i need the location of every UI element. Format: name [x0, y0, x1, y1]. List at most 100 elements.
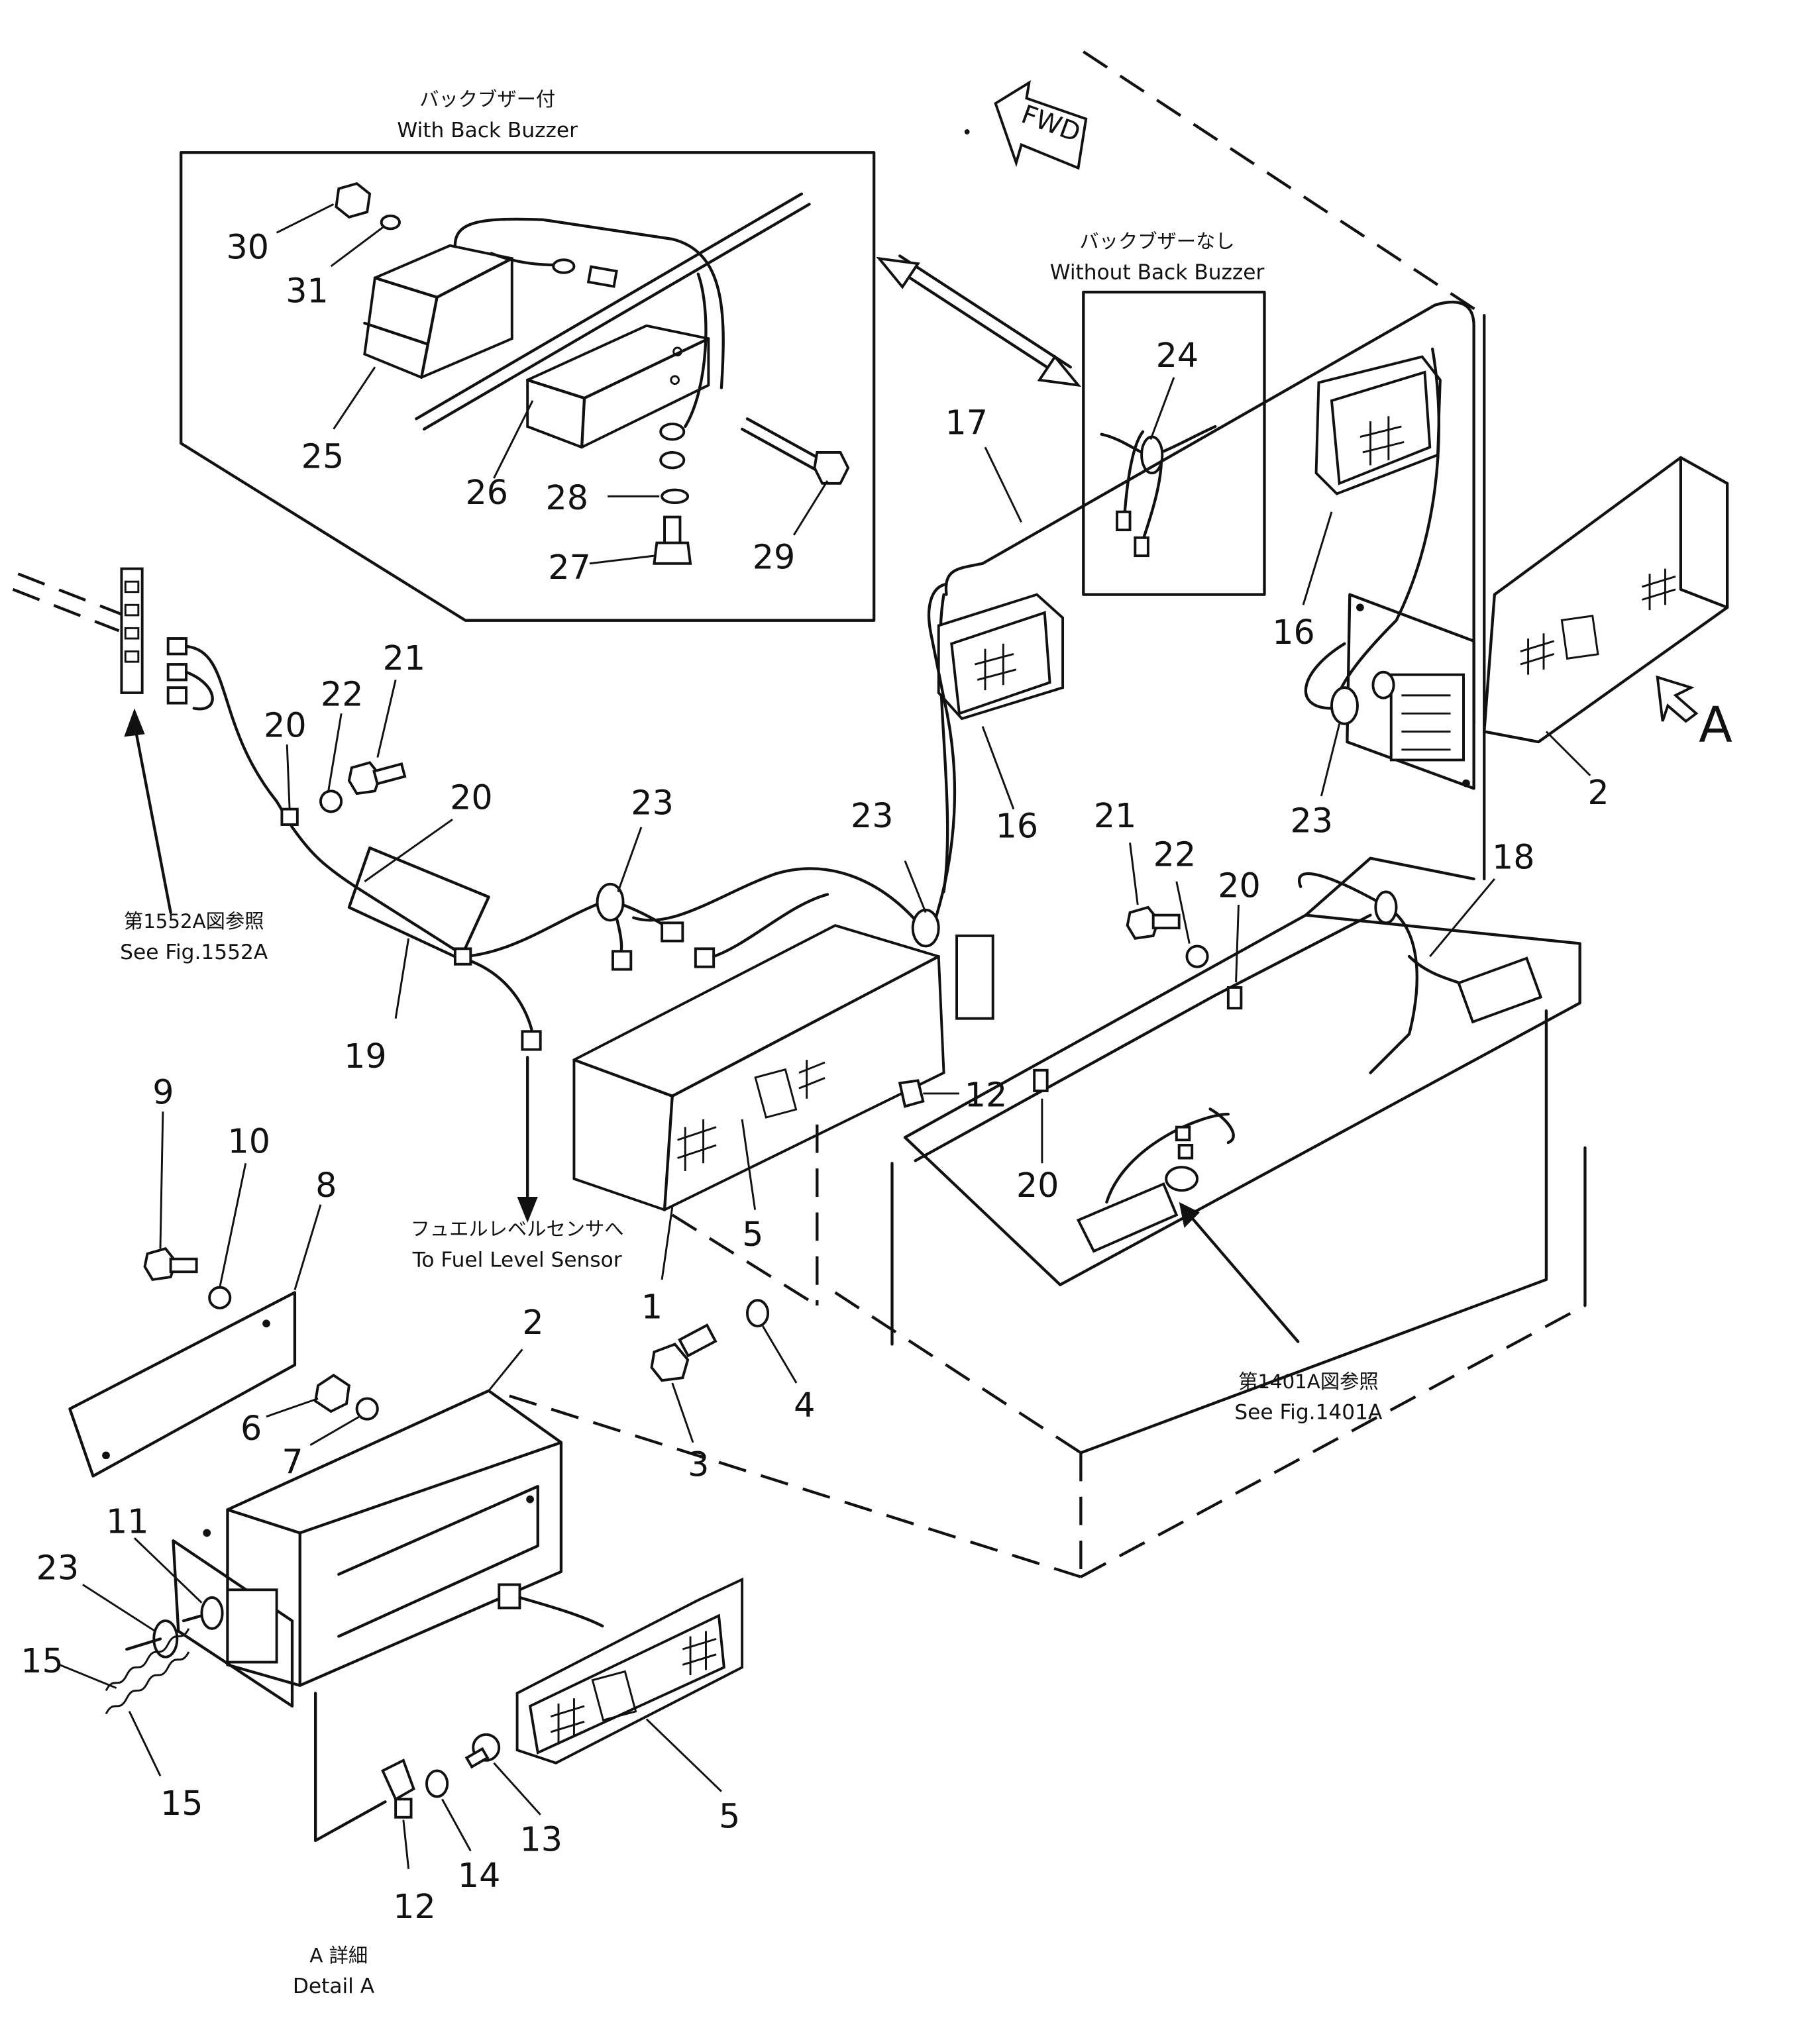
fuel-lever [1076, 1107, 1235, 1253]
cab-outline [938, 50, 1486, 894]
without-buzzer-en: Without Back Buzzer [1050, 261, 1265, 285]
callout: 10 [227, 1122, 270, 1161]
callout: 16 [996, 807, 1039, 846]
back-buzzer-detail-box [180, 151, 876, 622]
clip-20-lower [1033, 1068, 1049, 1092]
bolt-21-right [1126, 905, 1181, 940]
callout: 2 [1587, 773, 1609, 812]
bolt-3 [650, 1323, 718, 1382]
callout: 7 [282, 1443, 303, 1482]
work-lamp-16-right [1314, 355, 1442, 495]
detail-a-jp: A 詳細 [309, 1944, 368, 1967]
back-buzzer [363, 217, 725, 389]
switch-12 [381, 1759, 415, 1819]
bolt-27 [653, 515, 692, 565]
callout: 28 [546, 478, 589, 517]
callout: 3 [688, 1445, 709, 1484]
callout: 9 [152, 1073, 174, 1112]
callout: 20 [1218, 866, 1261, 905]
callout: 6 [240, 1409, 262, 1448]
washer-22-left [319, 790, 343, 813]
washer-31 [380, 214, 401, 230]
callout: 5 [742, 1215, 763, 1254]
fuel-jp: フュエルレベルセンサへ [411, 1218, 624, 1241]
callout: 12 [393, 1887, 436, 1926]
callout: 22 [321, 674, 364, 713]
switch-panel-2-right [1483, 456, 1729, 744]
callout: 5 [719, 1796, 740, 1835]
wire-harness [12, 567, 957, 1051]
callout: 26 [466, 473, 509, 512]
bolt-21-left [347, 761, 407, 795]
harness-18 [914, 872, 1543, 1162]
callout: 19 [344, 1037, 387, 1076]
work-lamp-16-left [937, 593, 1065, 721]
view-a-arrow-icon [1656, 675, 1699, 723]
grommet-23-cab [911, 908, 940, 948]
callout: 1 [641, 1287, 663, 1326]
callout: 16 [1272, 613, 1315, 652]
callout: 27 [548, 548, 591, 587]
leader-lines [59, 446, 1591, 1869]
fig1401-jp: 第1401A図参照 [1238, 1370, 1379, 1393]
callout: 23 [1291, 801, 1334, 841]
callout: 30 [227, 227, 270, 266]
fig1401-en: See Fig.1401A [1234, 1401, 1383, 1425]
plate-8 [68, 1291, 297, 1478]
nut-6 [314, 1373, 350, 1413]
callout: 20 [264, 705, 307, 744]
callout: 25 [301, 436, 345, 476]
callout: 23 [36, 1549, 80, 1588]
washer-4 [745, 1299, 770, 1328]
grommet-23-mid [596, 882, 625, 922]
callout: 20 [1016, 1166, 1059, 1205]
grommet-23-right [1304, 642, 1395, 725]
console-outline [671, 856, 1587, 1578]
callout: 29 [753, 538, 796, 577]
fwd-arrow-icon [994, 79, 1088, 170]
washer-10 [208, 1286, 232, 1309]
callout: 23 [631, 783, 674, 822]
nut-30 [335, 181, 372, 219]
callout: 17 [945, 403, 988, 442]
callout: 8 [315, 1166, 337, 1205]
callout: 24 [1156, 336, 1199, 375]
callout: 2 [522, 1303, 543, 1342]
callout: 22 [1153, 835, 1197, 874]
detail-a-en: Detail A [293, 1974, 375, 1998]
callout: 15 [21, 1641, 64, 1680]
clip-20-upper [1226, 986, 1243, 1010]
callout: 4 [794, 1386, 815, 1425]
screw-13 [464, 1733, 501, 1769]
washer-22-right [1185, 945, 1209, 968]
no-buzzer-detail-box [1082, 290, 1266, 596]
panel-5-detail [498, 1577, 744, 1764]
callout: 14 [458, 1856, 501, 1895]
callout: 12 [965, 1075, 1008, 1114]
view-a-label: A [1699, 697, 1732, 754]
washer-28 [661, 488, 690, 505]
callout-numbers: 30 31 25 26 28 27 29 24 17 16 16 2 23 23… [21, 227, 1609, 1926]
switch-plate-right [1346, 593, 1475, 790]
bolt-29 [740, 417, 850, 485]
callout: 20 [450, 778, 493, 817]
callout: 31 [286, 272, 329, 311]
buzzer-bracket [526, 324, 710, 449]
washer-7 [355, 1397, 379, 1421]
fuel-en: To Fuel Level Sensor [412, 1248, 622, 1272]
grommet-11 [200, 1596, 224, 1630]
with-buzzer-jp: バックブザー付 [419, 88, 555, 111]
callout: 21 [383, 639, 426, 678]
springs-15 [105, 1628, 190, 1715]
with-buzzer-en: With Back Buzzer [397, 119, 578, 142]
callout: 23 [851, 796, 894, 835]
callout: 13 [519, 1819, 562, 1859]
washer-14 [425, 1769, 449, 1798]
callout: 15 [160, 1784, 203, 1823]
captions: バックブザー付 With Back Buzzer バックブザーなし Withou… [120, 88, 1732, 1998]
grommet-23-detail [152, 1619, 179, 1659]
callout: 21 [1094, 796, 1137, 835]
monitor-panel-1 [572, 924, 994, 1211]
fig1552-en: See Fig.1552A [120, 941, 268, 964]
